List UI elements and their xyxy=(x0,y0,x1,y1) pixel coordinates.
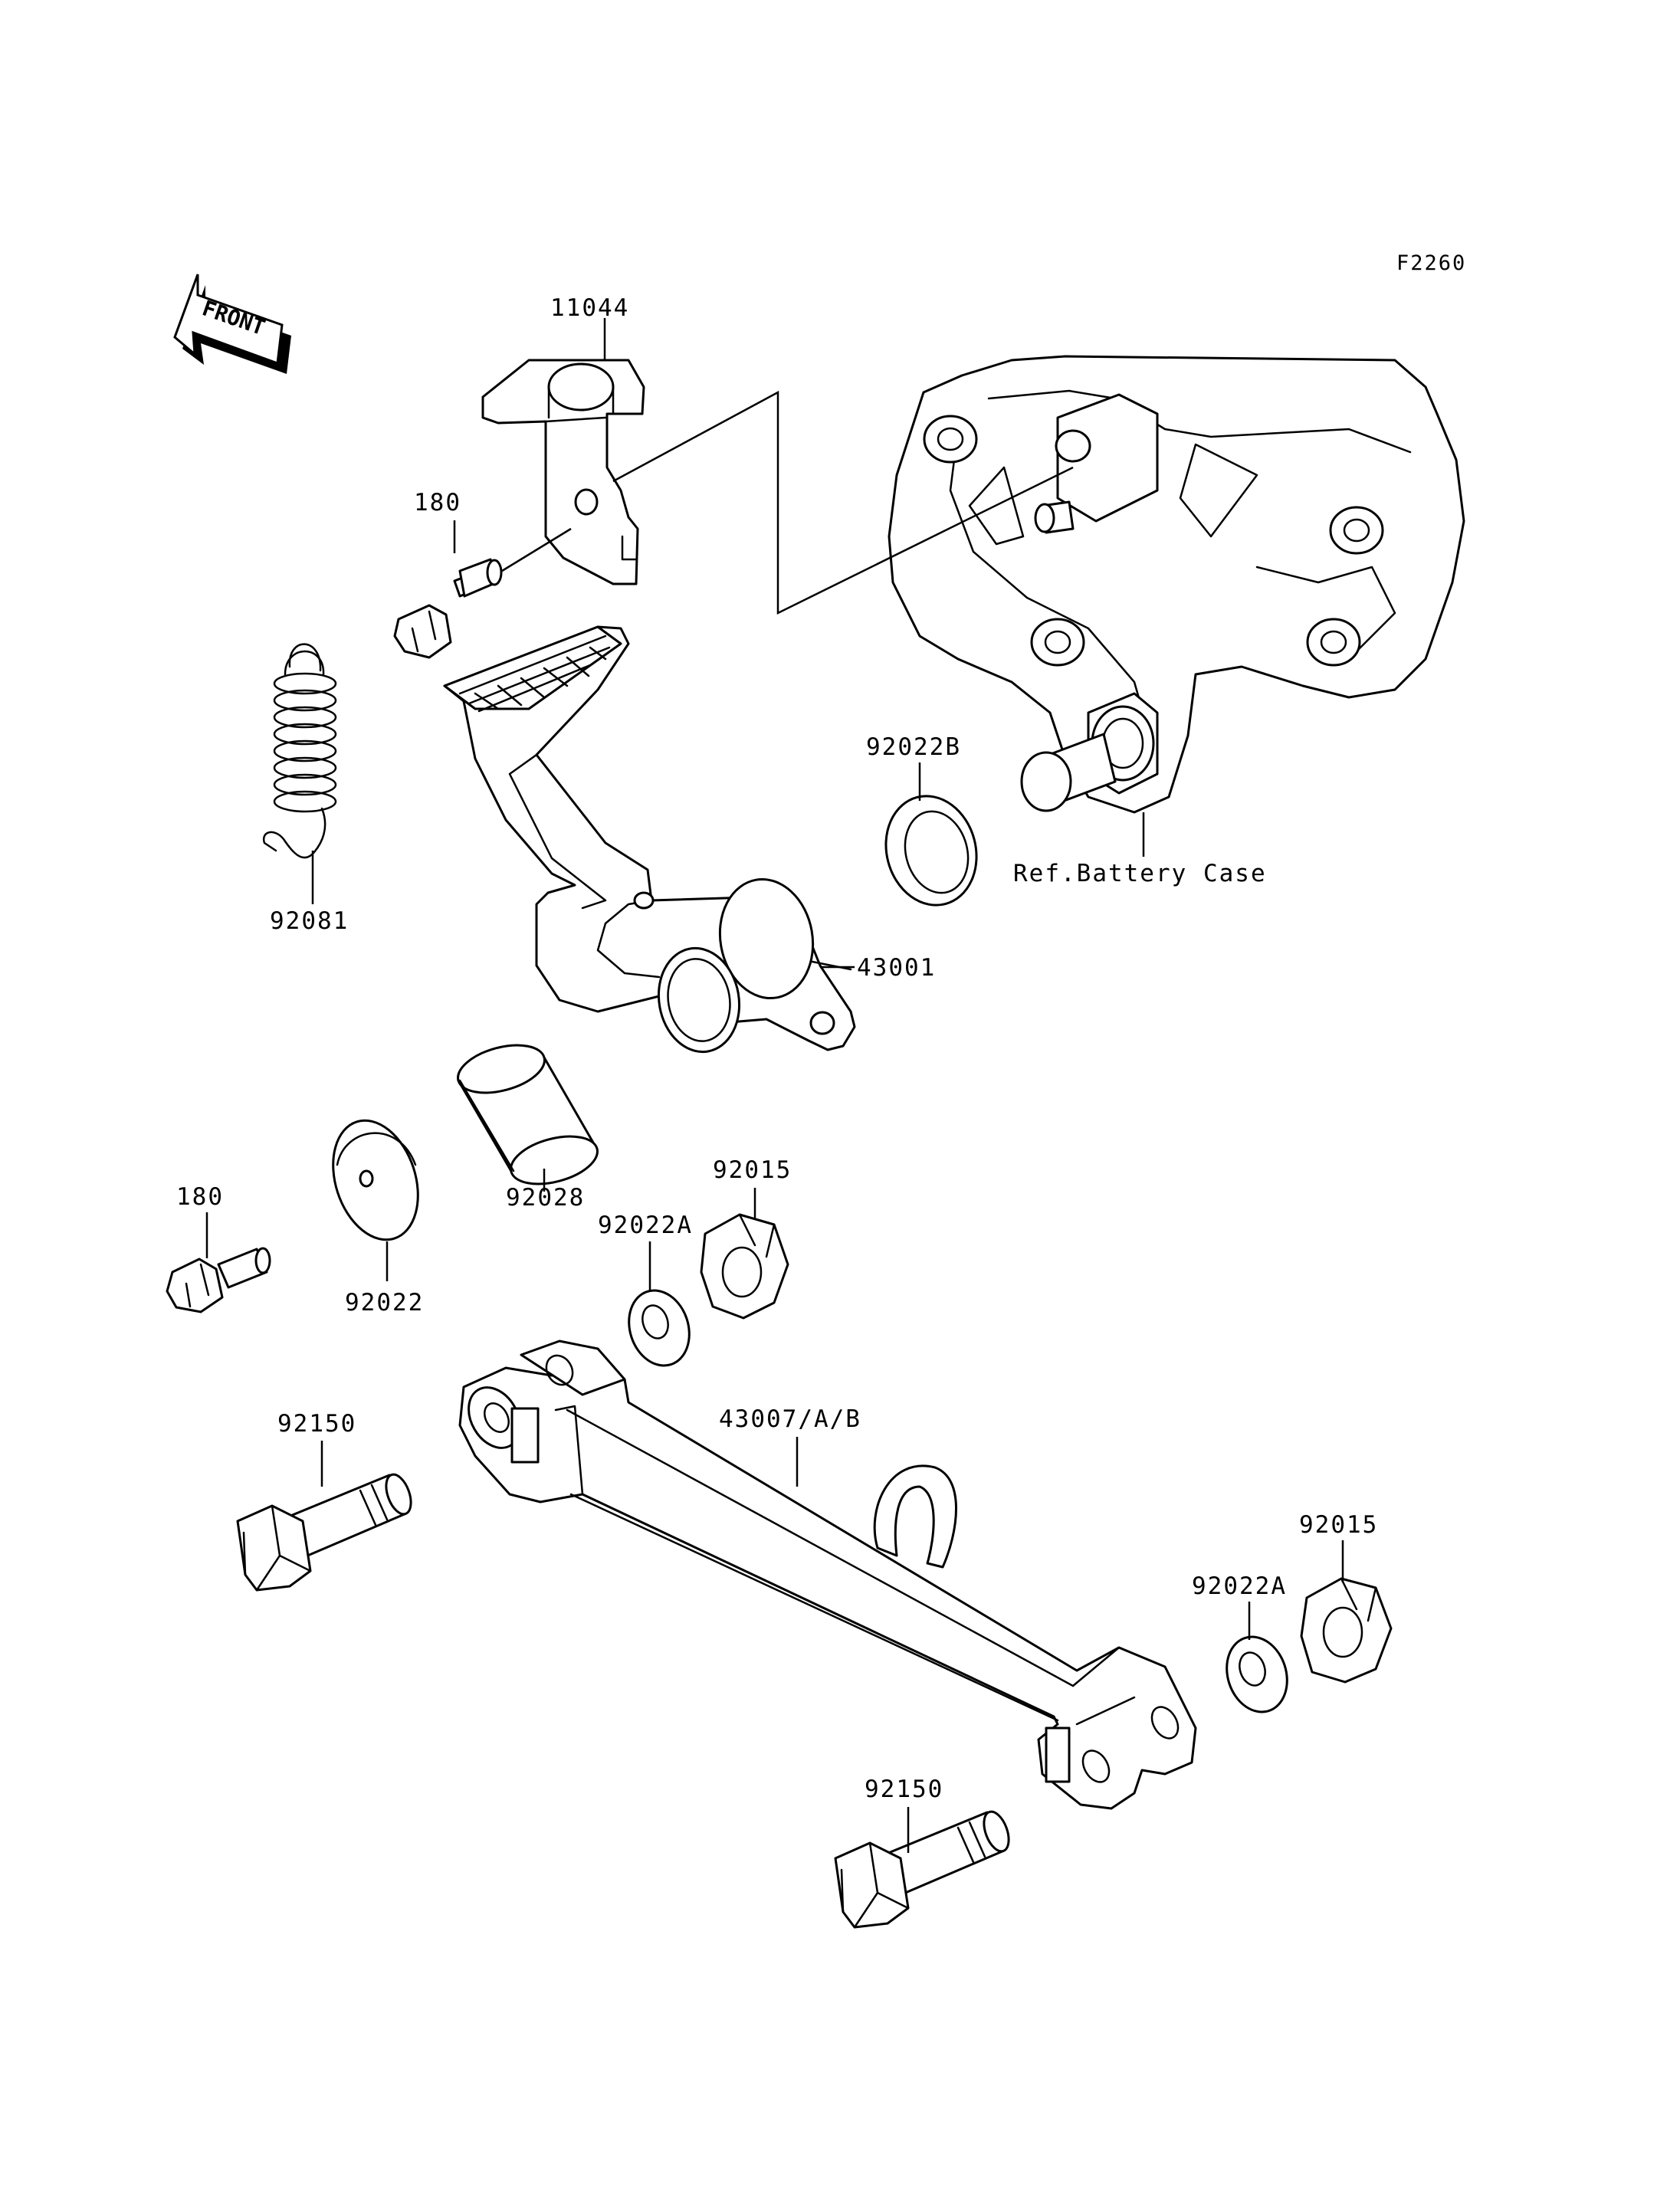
label-92022B: 92022B xyxy=(866,733,961,761)
part-43001-brake-pedal xyxy=(443,625,856,1054)
label-92028: 92028 xyxy=(506,1184,585,1212)
part-92150-bolt-left xyxy=(236,1473,412,1592)
part-92150-bolt-bottom xyxy=(834,1810,1010,1929)
label-43001: 43001 xyxy=(857,954,936,982)
figure-id: F2260 xyxy=(1396,251,1466,275)
label-92022A-top: 92022A xyxy=(598,1212,693,1239)
part-92022A-washer-right xyxy=(1226,1635,1288,1713)
part-180-bolt-bottom xyxy=(166,1247,271,1313)
label-92015-right: 92015 xyxy=(1299,1511,1378,1539)
label-11044: 11044 xyxy=(550,294,629,322)
label-92150-bottom: 92150 xyxy=(865,1776,943,1803)
label-180-bottom: 180 xyxy=(176,1183,224,1211)
label-92081: 92081 xyxy=(270,907,349,935)
part-92028-collar xyxy=(457,1044,599,1185)
part-11044-bracket xyxy=(481,359,645,585)
label-92150-left: 92150 xyxy=(277,1410,356,1438)
part-92015-nut-top xyxy=(700,1213,789,1320)
part-92022A-washer-top xyxy=(628,1289,691,1367)
part-92015-nut-right xyxy=(1300,1577,1393,1684)
label-43007: 43007/A/B xyxy=(719,1405,861,1433)
battery-case-bracket xyxy=(888,355,1465,814)
part-92081-spring xyxy=(262,643,337,859)
part-92022B-washer xyxy=(884,795,978,907)
label-92022: 92022 xyxy=(345,1289,424,1317)
reference-note: Ref.Battery Case xyxy=(1013,860,1267,887)
part-92022-washer xyxy=(332,1119,419,1241)
label-92022A-right: 92022A xyxy=(1192,1572,1287,1600)
part-43007-rod xyxy=(458,1340,1197,1810)
label-180-top: 180 xyxy=(414,489,461,516)
part-180-bolt-top xyxy=(393,558,503,659)
label-92015-top: 92015 xyxy=(713,1156,792,1184)
front-arrow-icon: FRONT xyxy=(173,274,291,374)
